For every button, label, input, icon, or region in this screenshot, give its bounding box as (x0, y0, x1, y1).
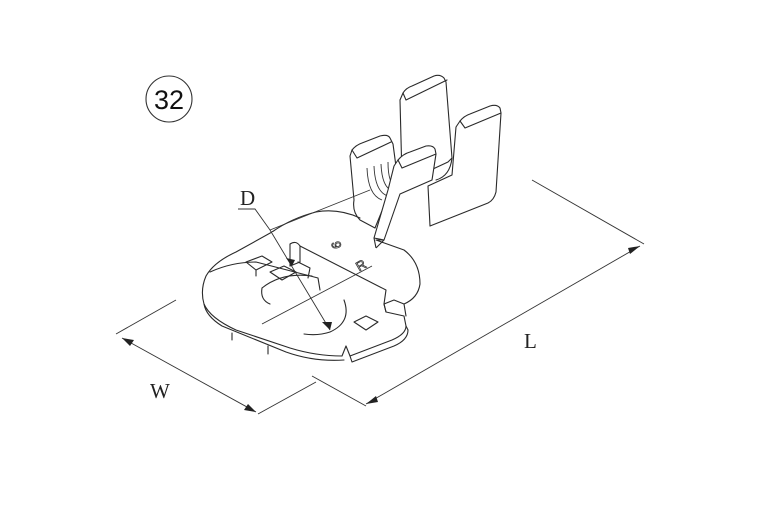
part-number-badge: 32 (145, 75, 193, 123)
part-number-text: 32 (154, 85, 184, 115)
dimension-l: L (311, 179, 645, 407)
dimension-l-label: L (524, 329, 537, 353)
dimension-d-label: D (240, 186, 255, 210)
terminal-body: 6 R (201, 74, 502, 363)
right-crimp-wing (427, 104, 502, 227)
dimension-w-label: W (150, 379, 170, 403)
stamp-mark-6: 6 (328, 240, 344, 250)
dimension-w: W (115, 299, 317, 415)
front-crimp-wing (373, 145, 437, 241)
center-line (261, 265, 373, 325)
ring-tongue (201, 231, 421, 357)
left-crimp-wing (349, 134, 398, 229)
dimension-d: D (238, 186, 371, 331)
